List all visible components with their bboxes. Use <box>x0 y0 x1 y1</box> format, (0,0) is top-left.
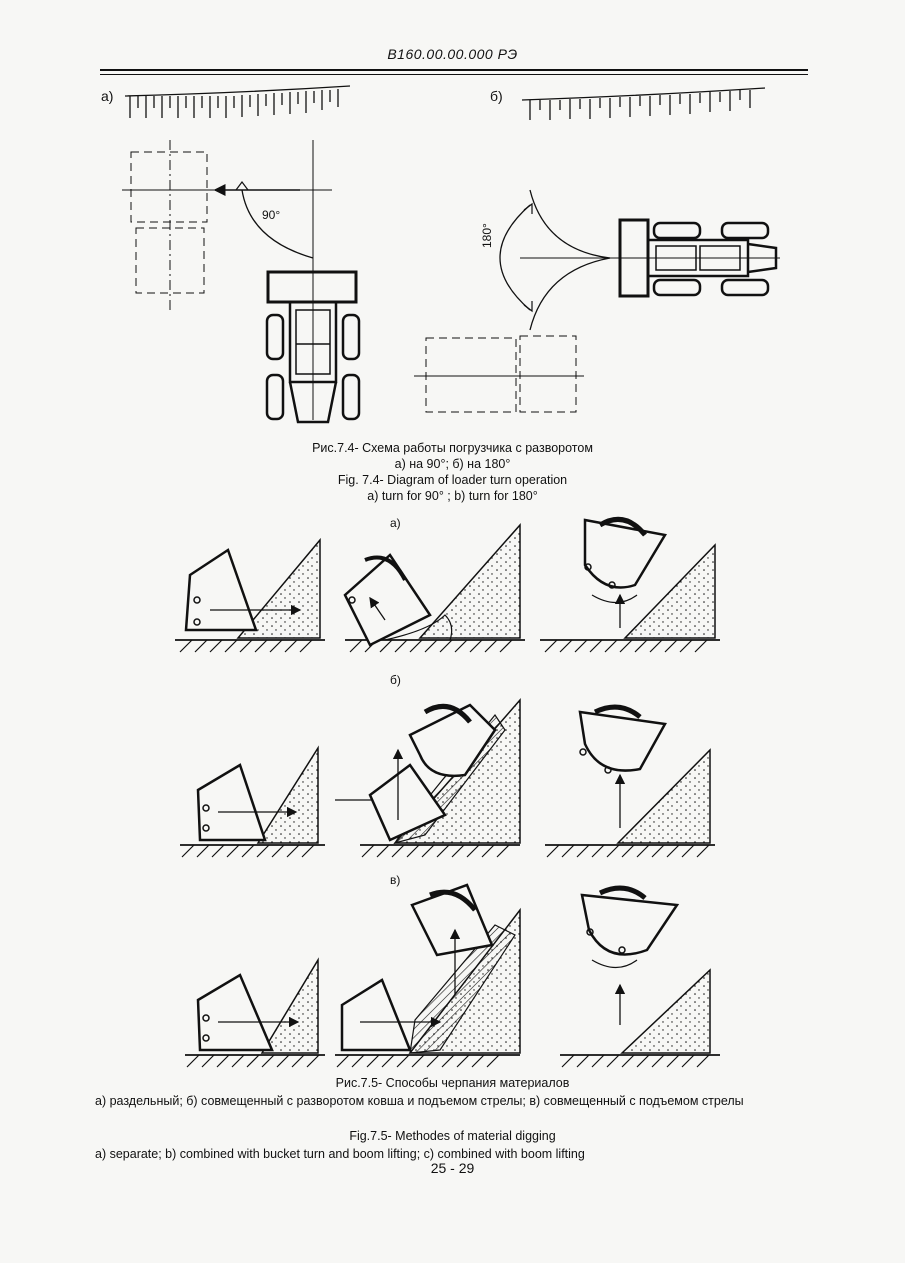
fig75-label-a: а) <box>390 516 401 530</box>
fig75a-panel3 <box>540 516 720 653</box>
fig74-label-a: а) <box>101 88 114 104</box>
page-number: 25 - 29 <box>430 1160 475 1176</box>
fig75-description-ru: а) раздельный; б) совмещенный с разворот… <box>95 1094 744 1108</box>
fig74b-ground <box>521 87 766 120</box>
fig75b-panel2 <box>335 698 521 858</box>
fig75-caption-ru: Рис.7.5- Способы черпания материалов <box>335 1076 570 1090</box>
fig75b-panel1 <box>180 745 325 858</box>
fig74a-loader <box>122 140 361 424</box>
fig74a-ground <box>124 85 351 118</box>
fig74-caption-ru: Рис.7.4- Схема работы погрузчика с разво… <box>312 441 593 455</box>
fig74-caption-ru-sub: а) на 90°; б) на 180° <box>394 457 511 471</box>
header-rule-thick <box>100 69 808 71</box>
fig75-label-b: б) <box>390 673 401 687</box>
fig75-description-en: a) separate; b) combined with bucket tur… <box>95 1147 585 1161</box>
fig74b-loader <box>414 189 780 413</box>
fig75a-panel2 <box>343 523 525 653</box>
fig74-label-b: б) <box>490 88 503 104</box>
fig75c-panel1 <box>185 957 325 1068</box>
fig75-label-c: в) <box>390 873 401 887</box>
fig75c-panel2 <box>335 883 521 1068</box>
fig75a-panel1 <box>175 537 325 653</box>
fig74-angle-90: 90° <box>262 208 281 222</box>
fig74-caption-en: Fig. 7.4- Diagram of loader turn operati… <box>337 473 568 487</box>
fig74-caption-en-sub: a) turn for 90° ; b) turn for 180° <box>367 489 538 503</box>
fig75c-panel3 <box>560 885 720 1068</box>
fig75b-panel3 <box>545 704 715 858</box>
fig75-caption-en: Fig.7.5- Methodes of material digging <box>349 1129 556 1143</box>
header-rule-thin <box>100 74 808 75</box>
fig74-angle-180: 180° <box>480 223 494 248</box>
document-code: В160.00.00.000 РЭ <box>387 46 518 62</box>
